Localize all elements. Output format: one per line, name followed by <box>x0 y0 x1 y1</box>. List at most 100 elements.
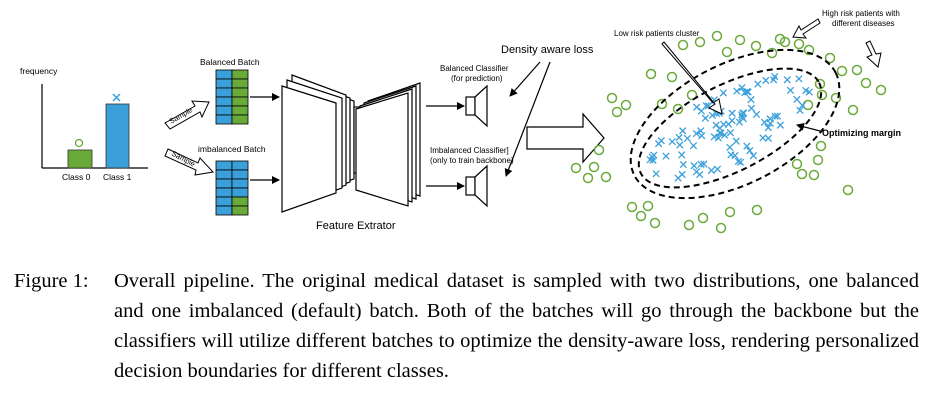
imbalanced-classifier-label-2: (only to train backbone) <box>430 156 514 165</box>
caption-label: Figure 1: <box>14 270 89 292</box>
low-risk-point <box>692 168 701 176</box>
high-risk-point <box>635 210 647 222</box>
low-risk-point <box>783 76 791 84</box>
frequency-label: frequency <box>20 66 58 76</box>
low-risk-point <box>760 118 769 126</box>
batch-cell <box>215 205 233 216</box>
low-risk-point <box>731 151 739 160</box>
high-risk-point <box>875 84 887 96</box>
class0-bar <box>67 149 93 169</box>
low-risk-points <box>646 72 813 182</box>
imbalanced-classifier-label-1: Imbalanced Classifier] <box>430 146 509 155</box>
batch-cell <box>231 87 249 98</box>
batch-cell <box>231 196 249 207</box>
low-risk-point <box>759 134 767 142</box>
low-risk-point <box>726 143 734 152</box>
batch-cell <box>231 178 249 189</box>
high-risk-pointer-right <box>865 40 882 68</box>
high-risk-point <box>582 172 594 184</box>
batch-cell <box>215 187 233 198</box>
high-risk-point <box>694 36 706 48</box>
low-risk-point <box>798 101 807 110</box>
class1-marker <box>112 93 121 102</box>
low-risk-point <box>795 75 803 83</box>
batch-cell <box>215 105 233 116</box>
sample-arrow-balanced: Sample <box>164 100 210 130</box>
high-risk-point <box>611 106 623 118</box>
high-risk-point <box>851 64 863 76</box>
low-risk-point <box>726 129 735 137</box>
loss-arrow-imbalanced <box>504 61 551 177</box>
high-risk-point <box>791 158 803 170</box>
high-risk-point <box>645 68 657 80</box>
low-risk-point <box>707 166 716 175</box>
sample-label-bottom: Sample <box>170 149 197 169</box>
class0-label: Class 0 <box>62 172 91 182</box>
batch-cell <box>231 78 249 89</box>
batch-cell <box>231 160 249 171</box>
high-risk-point <box>803 44 815 56</box>
low-risk-point <box>738 84 746 92</box>
high-risk-point <box>626 201 638 213</box>
low-risk-point <box>739 115 747 123</box>
high-risk-point <box>715 222 727 234</box>
imbalanced-classifier <box>465 164 488 208</box>
low-risk-point <box>676 141 684 149</box>
high-risk-point <box>808 169 820 181</box>
low-risk-point <box>679 127 687 135</box>
low-risk-point <box>689 142 698 150</box>
batch-cell <box>215 96 233 107</box>
low-risk-point <box>766 115 774 123</box>
batch-cell <box>231 96 249 107</box>
batch-cell <box>215 169 233 180</box>
low-risk-point <box>674 174 682 182</box>
low-risk-point <box>698 132 706 140</box>
low-risk-point <box>762 76 770 85</box>
low-risk-point <box>714 134 723 142</box>
high-risk-point <box>711 30 723 42</box>
low-risk-point <box>796 106 804 114</box>
high-risk-point <box>686 89 698 101</box>
low-risk-point <box>700 160 708 168</box>
high-risk-point <box>751 204 763 216</box>
low-risk-point <box>701 114 710 122</box>
batch-cell <box>215 178 233 189</box>
high-risk-point <box>683 219 695 231</box>
imbalanced-batch-label: imbalanced Batch <box>198 144 266 154</box>
batch-cell <box>231 69 249 80</box>
class0-marker <box>74 138 84 148</box>
pipeline-diagram: frequency Class 0 Class 1 Sample Sample … <box>20 9 901 234</box>
low-risk-point <box>692 129 701 138</box>
low-risk-point <box>657 137 665 145</box>
low-risk-point <box>793 95 801 104</box>
batch-cell <box>231 105 249 116</box>
class1-bar <box>105 103 130 169</box>
high-risk-point <box>816 89 828 101</box>
low-risk-point <box>749 152 758 160</box>
high-risk-point <box>666 71 678 83</box>
low-risk-point <box>746 147 754 155</box>
high-risk-point <box>600 171 612 183</box>
figure-caption: Figure 1: Overall pipeline. The original… <box>14 266 919 386</box>
low-risk-point <box>747 104 756 112</box>
low-risk-point <box>752 110 761 119</box>
low-risk-point <box>786 86 795 95</box>
low-risk-point <box>652 170 660 178</box>
high-risk-point <box>815 140 827 152</box>
high-risk-point <box>734 34 746 46</box>
imbalanced-batch-grid <box>215 160 249 216</box>
outer-boundary <box>629 48 841 200</box>
low-risk-point <box>771 112 779 120</box>
high-risk-point <box>672 103 684 115</box>
low-risk-point <box>776 121 784 129</box>
high-risk-point <box>847 104 859 116</box>
balanced-classifier-label-2: (for prediction) <box>451 74 503 83</box>
low-risk-point <box>712 121 720 129</box>
low-risk-point <box>734 157 743 166</box>
high-risk-point <box>824 52 836 64</box>
low-risk-point <box>739 109 747 117</box>
high-risk-point <box>724 206 736 218</box>
high-risk-point <box>642 200 654 212</box>
high-risk-point <box>593 144 605 156</box>
high-risk-point <box>812 154 824 166</box>
